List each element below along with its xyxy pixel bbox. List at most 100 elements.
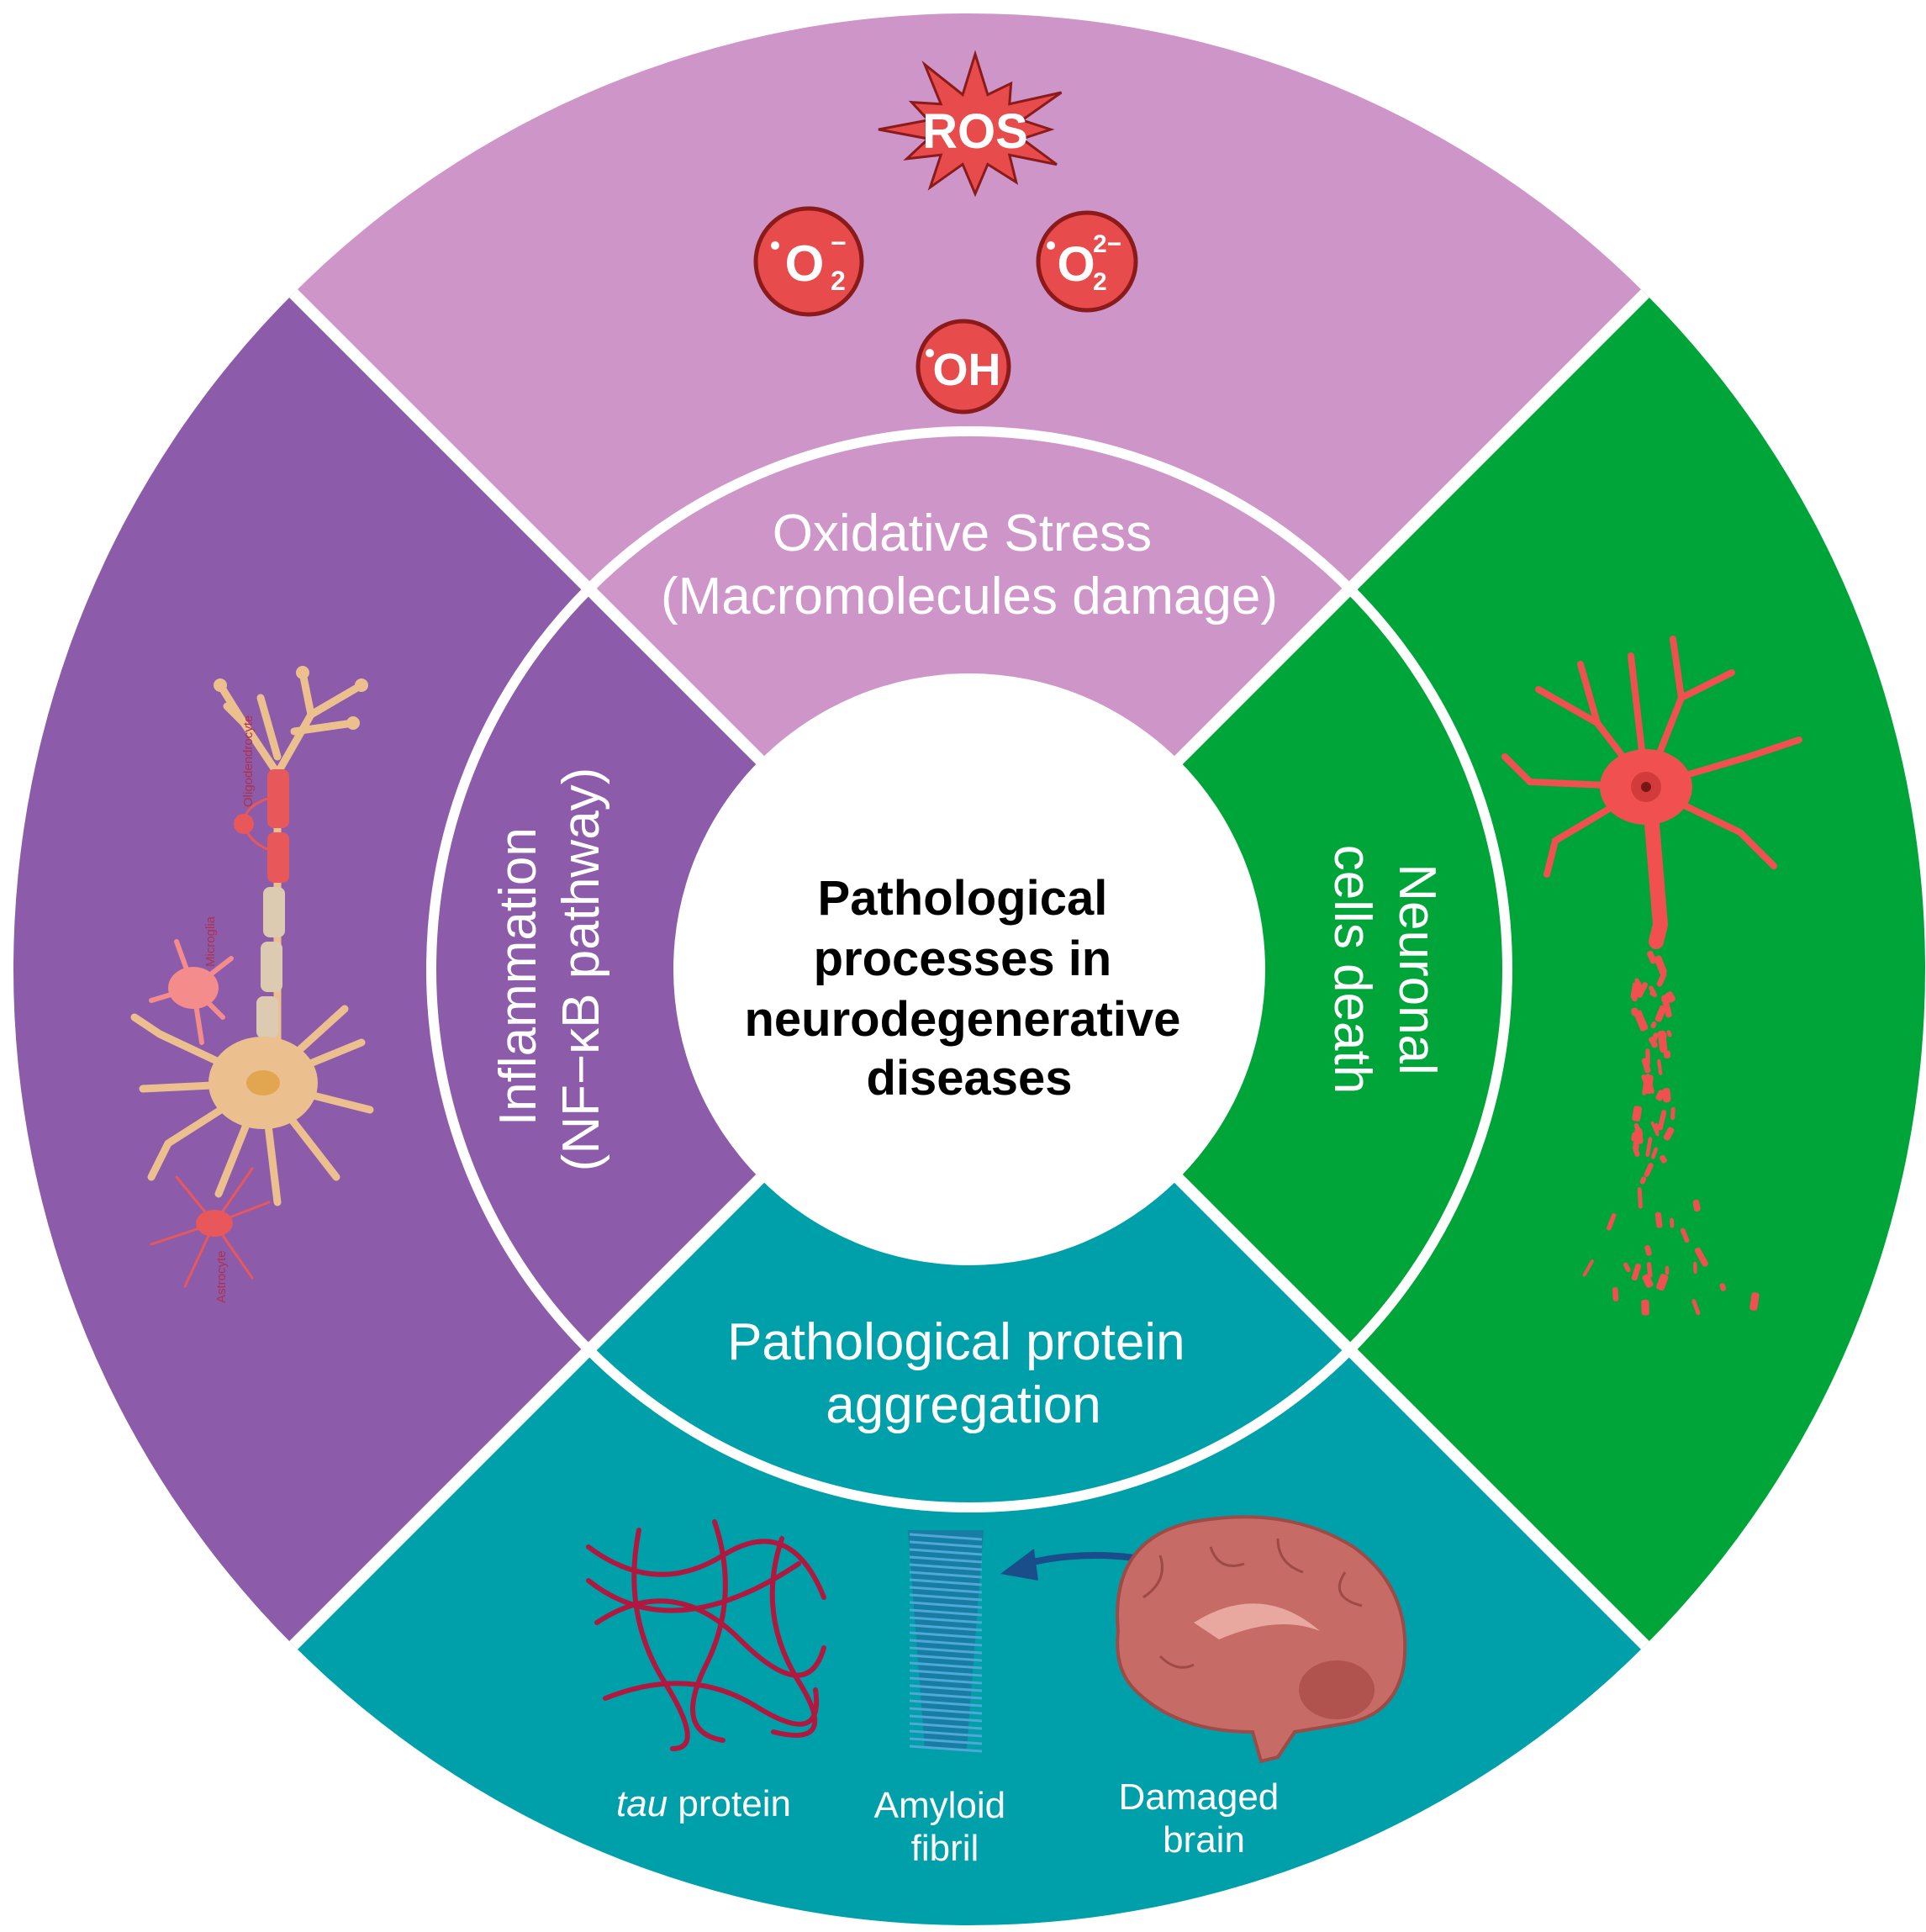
damaged-brain-label: Damaged brain: [1118, 1776, 1289, 1861]
neuronal-death-label-line1: Neuronal: [1388, 863, 1446, 1075]
damaged-brain-icon: [1116, 1515, 1407, 1764]
neuron-fragment: [1649, 1036, 1658, 1048]
neuron-fragment: [1654, 1005, 1667, 1022]
ros-burst-icon: ROS: [878, 50, 1063, 198]
neuron-fragment: [1645, 1137, 1653, 1158]
neuron-fragment: [1649, 985, 1658, 998]
inflammation-label: Inflammation (NF−κB pathway): [489, 768, 610, 1172]
fibril-strand: [909, 1555, 983, 1564]
fibril-strand: [909, 1608, 983, 1617]
center-circle: [673, 673, 1265, 1265]
neuron-fragment: [1663, 1127, 1675, 1141]
neuron-fragment: [1633, 1122, 1644, 1137]
fibril-strand: [909, 1737, 983, 1745]
neuron-fragment: [1666, 1030, 1672, 1037]
svg-text:2−: 2−: [1093, 230, 1121, 258]
center-title: Pathological processes in neurodegenerat…: [744, 871, 1194, 1106]
fibril-strand: [909, 1684, 983, 1692]
svg-text:−: −: [831, 228, 847, 258]
neuron-fragment: [1694, 1247, 1708, 1267]
neuron-fragment: [1654, 1211, 1663, 1228]
neuron-fragment: [1670, 1217, 1675, 1228]
neuron-fragment: [1633, 1010, 1649, 1032]
sector-inflammation: [13, 13, 969, 1925]
fibril-strand: [909, 1563, 983, 1571]
neuron-fragment: [1631, 1132, 1638, 1142]
ring-border: [426, 426, 1512, 1512]
sector-protein-aggregation: [13, 969, 1925, 1925]
neuron-fragment: [1623, 1262, 1631, 1273]
neuron-fragment: [1644, 1163, 1654, 1177]
fibril-strand: [909, 1745, 983, 1753]
fibril-strand: [909, 1654, 983, 1662]
neuron-fragment: [1656, 1274, 1669, 1291]
protein-aggregation-label: Pathological protein aggregation: [727, 1313, 1200, 1434]
fibril-strand: [909, 1714, 983, 1723]
neuron-fragment: [1641, 1299, 1649, 1316]
neuronal-death-label-line2: cells death: [1323, 845, 1381, 1094]
dying-neuron-illustration: [1501, 636, 1802, 1316]
tau-protein-label: tau protein: [616, 1783, 791, 1824]
neuron-fragment: [1665, 1265, 1670, 1275]
neuron-glia-illustration: Oligodendrocyte Microglia Astrocyte: [130, 666, 374, 1303]
svg-text:2: 2: [831, 266, 846, 296]
fibril-strand: [909, 1722, 983, 1730]
neuron-fragment: [1607, 1212, 1617, 1231]
superoxide-icon: O 2 −: [753, 206, 864, 317]
fibril-strand: [909, 1586, 983, 1594]
neuron-fragment: [1612, 1286, 1619, 1301]
fibril-strand: [909, 1707, 983, 1715]
neuron-fragment: [1651, 1147, 1659, 1159]
neuron-fragment: [1749, 1292, 1760, 1311]
neuron-fragment: [1639, 1176, 1647, 1185]
neuron-fragment: [1637, 1187, 1643, 1209]
neuron-fragment: [1680, 1227, 1690, 1243]
neuron-fragment: [1632, 1106, 1643, 1122]
neuron-fragment: [1633, 1140, 1639, 1150]
neuron-fragment: [1664, 1050, 1671, 1058]
neuron-fragment: [1631, 1263, 1642, 1281]
neuron-fragment: [1657, 1030, 1668, 1053]
neuron-fragment: [1670, 1106, 1675, 1121]
neuron-fragment: [1582, 1259, 1594, 1277]
amyloid-fibril-label: Amyloid fibril: [874, 1785, 1016, 1869]
neuron-fragment: [1632, 981, 1642, 1002]
neuron-fragment: [1642, 1274, 1654, 1288]
svg-text:2: 2: [1093, 268, 1107, 296]
neuron-fragment: [1646, 1262, 1653, 1278]
fibril-strand: [909, 1676, 983, 1685]
neuron-fragment: [1650, 1021, 1657, 1029]
fibril-strand: [909, 1570, 983, 1579]
neuron-fragment: [1691, 1299, 1701, 1316]
fibril-strand: [909, 1639, 983, 1647]
neuron-fragment: [1650, 1121, 1660, 1137]
svg-text:OH: OH: [933, 345, 1001, 395]
tau-protein-icon: [586, 1519, 826, 1751]
peroxide-icon: O 2 2−: [1036, 210, 1138, 313]
fibril-strand: [909, 1601, 983, 1609]
neuron-fragment: [1693, 1261, 1697, 1275]
neuron-fragment: [1654, 955, 1667, 975]
ros-label: ROS: [922, 104, 1028, 159]
neuron-fragment: [1636, 982, 1649, 998]
neuron-fragment: [1719, 1283, 1727, 1291]
neuron-fragment: [1660, 1154, 1667, 1164]
neuron-fragment: [1631, 1007, 1638, 1016]
svg-text:O: O: [1057, 237, 1095, 292]
amyloid-fibril-icon: [908, 1530, 984, 1753]
fibril-strand: [909, 1616, 983, 1624]
sector-neuronal-death: [969, 13, 1925, 1925]
fibril-strand: [909, 1593, 983, 1602]
fibril-strand: [909, 1623, 983, 1632]
neuron-fragment: [1665, 1089, 1671, 1101]
neuron-fragment: [1646, 950, 1657, 964]
microglia-label: Microglia: [203, 916, 218, 967]
neuron-fragment: [1692, 1199, 1701, 1212]
neuron-fragment: [1643, 1074, 1654, 1095]
neuron-fragment: [1644, 1245, 1652, 1256]
fibril-strand: [909, 1533, 983, 1541]
fibril-strand: [909, 1669, 983, 1677]
neuron-fragment: [1661, 996, 1672, 1018]
fibril-strand: [909, 1661, 983, 1670]
fibril-strand: [909, 1631, 983, 1639]
